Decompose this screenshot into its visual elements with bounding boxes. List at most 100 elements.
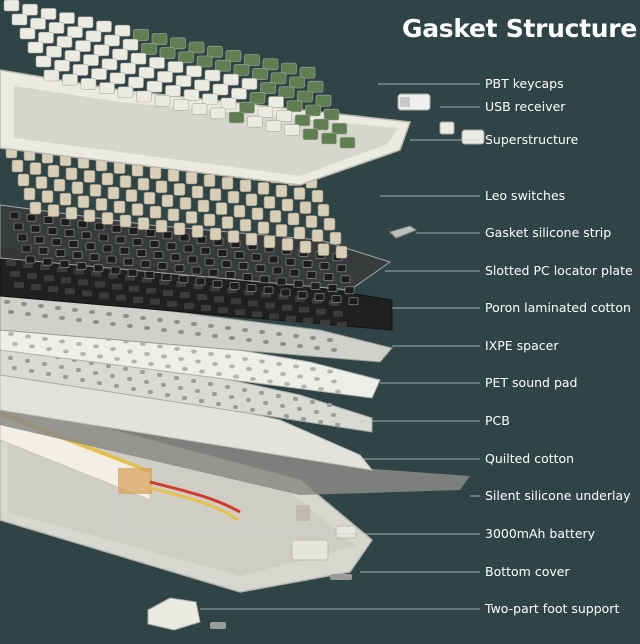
keycap: [104, 34, 120, 47]
pet-cutout: [191, 349, 197, 354]
pet-cutout: [161, 354, 167, 359]
plate-slot: [170, 253, 181, 262]
keycap: [157, 71, 173, 83]
pet-cutout: [276, 362, 282, 366]
component-label: Two-part foot support: [485, 601, 620, 616]
pcb-pad: [199, 399, 204, 403]
keycap: [286, 100, 303, 113]
pcb-pad: [59, 365, 64, 369]
plate-slot: [344, 286, 355, 295]
pet-cutout: [301, 384, 307, 389]
switch: [53, 178, 66, 192]
switch: [167, 208, 180, 222]
keycap: [159, 47, 176, 59]
ixpe-cutout: [106, 312, 112, 316]
pet-cutout: [29, 344, 35, 349]
pcb-pad: [182, 396, 187, 400]
ixpe-cutout: [55, 306, 61, 310]
plate-slot: [140, 260, 151, 268]
keycap: [62, 73, 78, 86]
plate-slot: [272, 266, 283, 275]
plate-slot: [174, 264, 185, 273]
ixpe-cutout: [127, 324, 133, 328]
component-label: PET sound pad: [485, 375, 578, 390]
plate-slot: [106, 255, 117, 264]
pcb-pad: [242, 388, 247, 392]
pcb-pad: [195, 389, 200, 393]
pet-cutout: [131, 359, 137, 364]
keycap: [284, 124, 300, 136]
keycap: [67, 26, 83, 38]
keycap: [210, 107, 226, 120]
plate-slot: [348, 297, 359, 306]
keycap: [249, 92, 266, 104]
pet-cutout: [250, 377, 256, 381]
plate-slot: [310, 282, 321, 290]
switch: [95, 198, 108, 211]
ixpe-cutout: [263, 340, 269, 344]
poron-cutout: [57, 266, 67, 273]
pet-cutout: [63, 349, 69, 354]
plate-slot: [268, 255, 279, 264]
pcb-pad: [106, 364, 111, 368]
ixpe-cutout: [161, 328, 167, 332]
switch: [113, 200, 126, 214]
ixpe-cutout: [123, 314, 129, 318]
pcb-pad: [208, 382, 213, 386]
pcb-pad: [267, 411, 272, 415]
usb-receiver: [397, 93, 431, 111]
ixpe-cutout: [195, 332, 201, 336]
plate-slot: [102, 244, 113, 253]
pet-cutout: [140, 342, 146, 346]
foot-support: [147, 574, 352, 631]
pcb-pad: [191, 379, 196, 383]
keycap: [43, 69, 60, 82]
ixpe-cutout: [259, 330, 265, 334]
keycap: [276, 110, 292, 122]
pet-cutout: [110, 347, 116, 351]
poron-cutout: [286, 315, 296, 322]
plate-slot: [85, 242, 96, 251]
keycap: [241, 78, 258, 90]
keycap: [38, 31, 54, 44]
plate-slot: [297, 290, 308, 299]
pet-cutout: [46, 347, 52, 351]
switch: [173, 183, 186, 196]
keycap: [186, 65, 202, 78]
keycap: [27, 41, 44, 54]
pet-cutout: [280, 372, 286, 376]
poron-cutout: [333, 310, 343, 317]
plate-slot: [144, 271, 155, 279]
poron-cutout: [320, 319, 330, 326]
pcb-pad: [157, 373, 162, 377]
plate-slot: [94, 222, 105, 231]
keycap: [196, 55, 213, 68]
component-label: USB receiver: [485, 99, 566, 114]
plate-slot: [178, 275, 189, 284]
poron-cutout: [150, 298, 160, 305]
pcb-pad: [25, 359, 30, 363]
ixpe-cutout: [276, 332, 282, 336]
plate-slot: [276, 277, 287, 286]
keycap: [72, 64, 89, 76]
plate-slot: [111, 224, 122, 233]
keycap: [85, 30, 102, 43]
switch: [137, 217, 150, 230]
pcb-pad: [123, 367, 128, 371]
keycap: [183, 89, 200, 101]
keycap: [130, 52, 147, 65]
pet-cutout: [165, 364, 171, 369]
pcb-pad: [212, 392, 217, 396]
poron-cutout: [6, 260, 16, 266]
plate-slot: [225, 271, 236, 279]
keycap: [233, 64, 250, 76]
switch: [143, 191, 156, 205]
plate-slot: [208, 268, 219, 277]
poron-cutout: [61, 277, 71, 284]
keycap: [270, 72, 287, 85]
switch: [311, 189, 324, 203]
switch: [293, 226, 306, 240]
keycap: [112, 48, 128, 61]
pcb-pad: [284, 414, 289, 418]
